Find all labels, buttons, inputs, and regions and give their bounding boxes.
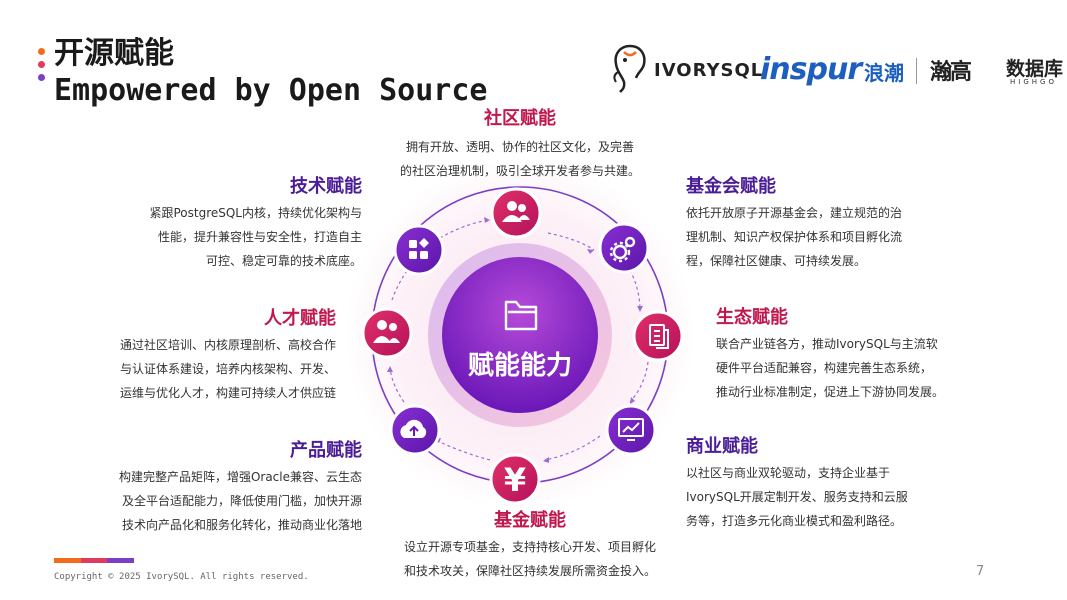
logo-divider	[916, 58, 917, 84]
block-line: 性能，提升兼容性与安全性，打造自主	[157, 230, 362, 244]
inspur-logo: inspur	[760, 52, 862, 87]
block-line: 和技术攻关，保障社区持续发展所需资金投入。	[403, 564, 656, 578]
yen-icon: ¥	[504, 461, 526, 499]
block-foundation: 基金会赋能 依托开放原子开源基金会，建立规范的治 理机制、知识产权保护体系和项目…	[686, 175, 946, 273]
page-number: 7	[976, 564, 985, 579]
block-line: 硬件平台适配兼容，构建完善生态系统，	[716, 361, 933, 375]
page-subtitle: Empowered by Open Source	[54, 73, 488, 108]
node-product	[389, 404, 441, 456]
block-line: 及全平台适配能力，降低使用门槛，加快开源	[121, 494, 362, 508]
block-line: 运维与优化人才，构建可持续人才供应链	[119, 386, 336, 400]
bullet-dot	[38, 48, 45, 55]
block-line: 联合产业链各方，推动IvorySQL与主流软	[716, 337, 938, 351]
title-bullet-dots	[38, 48, 46, 87]
node-foundation	[598, 222, 650, 274]
block-line: 通过社区培训、内核原理剖析、高校合作	[119, 338, 336, 352]
block-line: 依托开放原子开源基金会，建立规范的治	[686, 206, 903, 220]
block-line: 拥有开放、透明、协作的社区文化，及完善	[405, 140, 634, 154]
block-ecosystem: 生态赋能 联合产业链各方，推动IvorySQL与主流软 硬件平台适配兼容，构建完…	[716, 306, 996, 404]
apps-icon	[409, 238, 429, 259]
team-icon	[373, 320, 400, 343]
block-tech: 技术赋能 紧跟PostgreSQL内核，持续优化架构与 性能，提升兼容性与安全性…	[110, 175, 362, 273]
node-community	[490, 187, 542, 239]
block-line: 技术向产品化和服务化转化，推动商业化落地	[121, 518, 362, 532]
footer-bar-segment	[80, 558, 108, 563]
copyright-text: Copyright © 2025 IvorySQL. All rights re…	[54, 572, 309, 582]
block-line: 理机制、知识产权保护体系和项目孵化流	[686, 230, 903, 244]
center-label: 赋能能力	[468, 350, 572, 381]
node-talent	[361, 307, 413, 359]
core-circle	[442, 257, 598, 413]
block-line: 推动行业标准制定，促进上下游协同发展。	[716, 385, 945, 399]
block-business: 商业赋能 以社区与商业双轮驱动，支持企业基于 IvorySQL开展定制开发、服务…	[686, 435, 946, 533]
block-title: 商业赋能	[686, 436, 758, 457]
block-line: 程，保障社区健康、可持续发展。	[686, 254, 867, 268]
block-title: 基金会赋能	[686, 176, 776, 197]
document-icon	[649, 324, 669, 349]
folder-icon	[504, 300, 538, 331]
highgo-logo-mark: 瀚高	[930, 60, 972, 85]
gears-icon	[609, 236, 636, 263]
node-ecosystem	[632, 310, 684, 362]
bullet-dot	[38, 61, 45, 68]
node-business	[605, 404, 657, 456]
highgo-logo-cn: 数据库	[1006, 58, 1064, 80]
block-line: IvorySQL开展定制开发、服务支持和云服	[686, 490, 908, 504]
node-fund: ¥	[489, 453, 541, 505]
node-tech	[393, 224, 445, 276]
ivorysql-logo: IVORYSQL	[654, 60, 764, 81]
people-icon	[502, 201, 530, 222]
page-title: 开源赋能	[54, 36, 174, 71]
block-line: 以社区与商业双轮驱动，支持企业基于	[686, 466, 891, 480]
block-line: 设立开源专项基金，支持持核心开发、项目孵化	[403, 540, 656, 554]
block-title: 技术赋能	[290, 176, 362, 197]
block-line: 与认证体系建设，培养内核架构、开发、	[119, 362, 336, 376]
block-community: 社区赋能 拥有开放、透明、协作的社区文化，及完善 的社区治理机制，吸引全球开发者…	[390, 107, 650, 183]
block-line: 的社区治理机制，吸引全球开发者参与共建。	[399, 164, 640, 178]
monitor-chart-icon	[618, 418, 644, 441]
inspur-logo-cn: 浪潮	[864, 61, 904, 85]
block-talent: 人才赋能 通过社区培训、内核原理剖析、高校合作 与认证体系建设，培养内核架构、开…	[84, 307, 336, 405]
footer-bar-segment	[54, 558, 81, 563]
highgo-logo-en: HIGHGO	[1010, 78, 1057, 86]
block-title: 社区赋能	[484, 108, 556, 129]
block-line: 务等，打造多元化商业模式和盈利路径。	[686, 514, 903, 528]
block-title: 生态赋能	[716, 307, 788, 328]
footer-bar-segment	[107, 558, 135, 563]
block-line: 可控、稳定可靠的技术底座。	[205, 254, 362, 268]
ivorysql-elephant-icon	[613, 44, 646, 93]
footer-color-bar	[54, 558, 135, 563]
cloud-upload-icon	[400, 419, 427, 438]
block-title: 产品赋能	[290, 440, 362, 461]
partner-logos: IVORYSQL inspur 浪潮 瀚高 数据库 HIGHGO	[610, 42, 1064, 98]
block-line: 紧跟PostgreSQL内核，持续优化架构与	[149, 206, 362, 220]
bullet-dot	[38, 74, 45, 81]
block-line: 构建完整产品矩阵，增强Oracle兼容、云生态	[118, 470, 362, 484]
block-fund: 基金赋能 设立开源专项基金，支持持核心开发、项目孵化 和技术攻关，保障社区持续发…	[380, 509, 680, 583]
block-product: 产品赋能 构建完整产品矩阵，增强Oracle兼容、云生态 及全平台适配能力，降低…	[80, 439, 362, 537]
block-title: 人才赋能	[264, 308, 336, 329]
block-title: 基金赋能	[494, 510, 566, 531]
